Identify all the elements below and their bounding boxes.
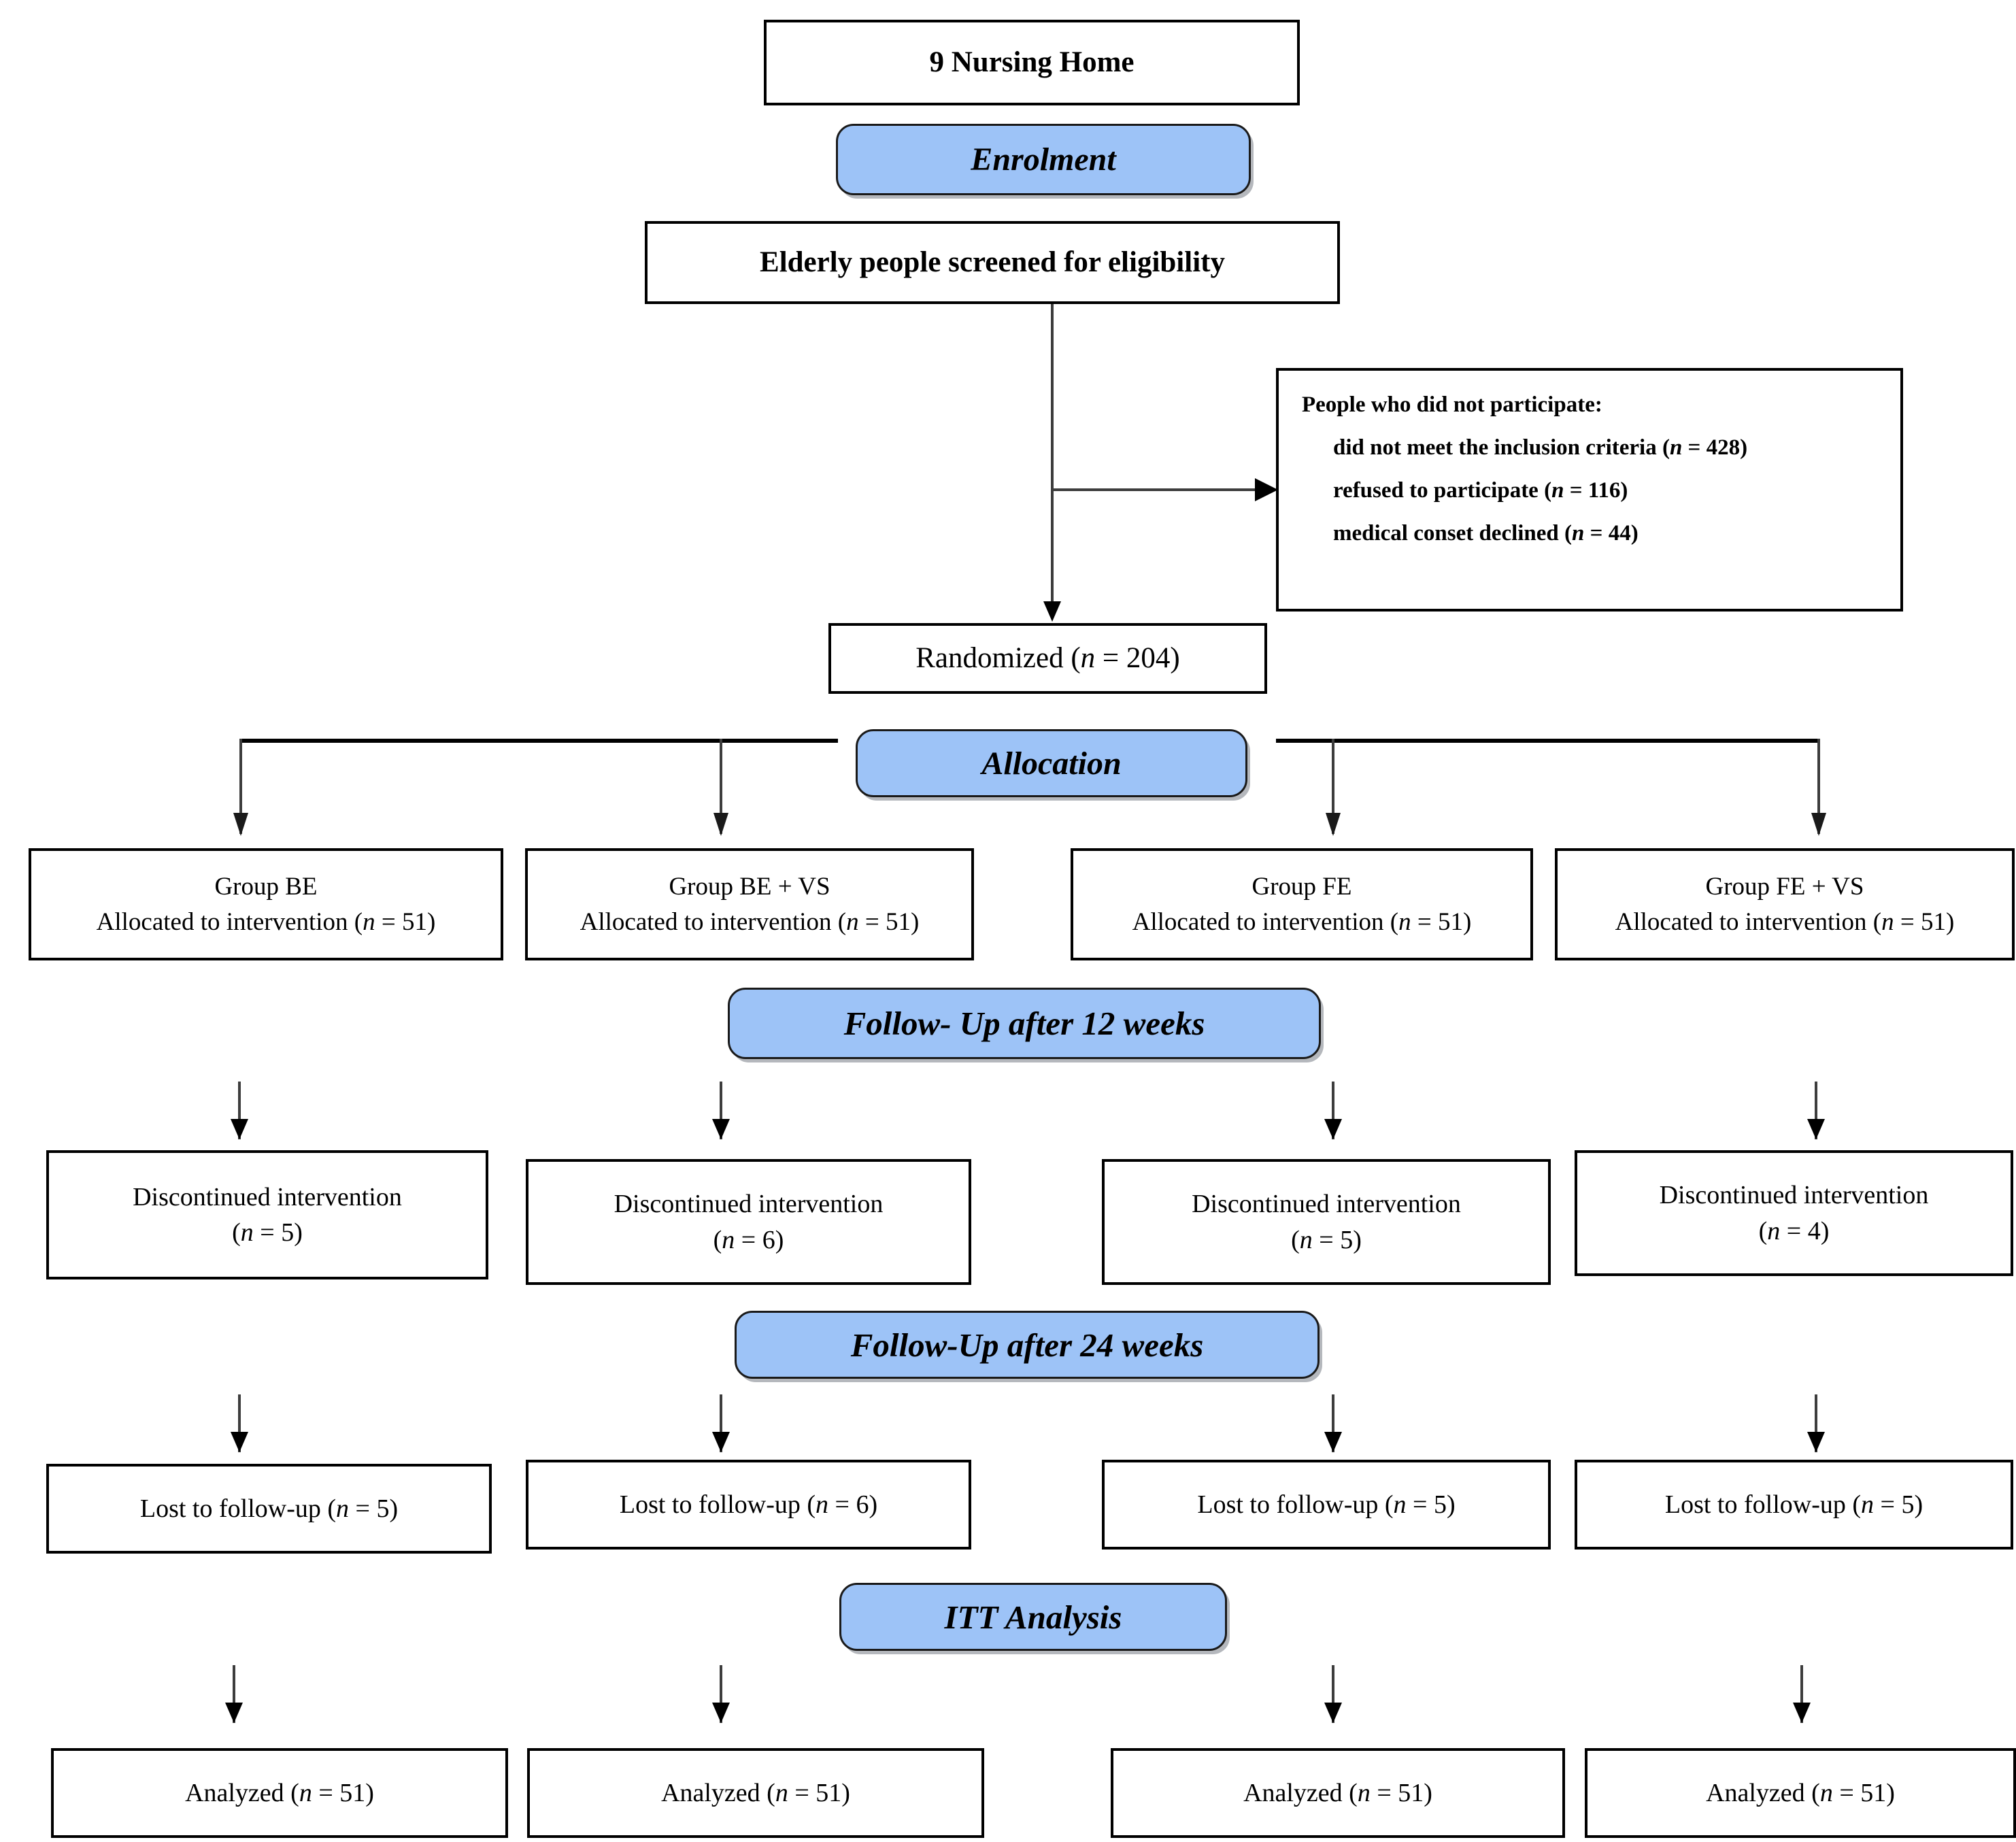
arm-4-lost-box: Lost to follow-up (n = 5) bbox=[1575, 1460, 2013, 1550]
arm-4-analyzed-box: Analyzed (n = 51) bbox=[1585, 1748, 2016, 1838]
allocation-drop-1 bbox=[239, 739, 242, 834]
arm-3-allocated-label: Allocated to intervention (n = 51) bbox=[1132, 907, 1472, 936]
arm-2-group-label: Group BE + VS bbox=[669, 873, 830, 901]
arm-1-lost-label: Lost to follow-up (n = 5) bbox=[139, 1494, 399, 1523]
arm-3-group-label: Group FE bbox=[1251, 873, 1352, 901]
arm-1-discontinued-line1: Discontinued intervention bbox=[133, 1182, 402, 1211]
stage-banner-allocation-label: Allocation bbox=[981, 745, 1122, 782]
allocation-arrowhead-4 bbox=[1811, 813, 1826, 836]
allocation-arrowhead-2 bbox=[713, 813, 728, 836]
arm-3-lost-label: Lost to follow-up (n = 5) bbox=[1197, 1490, 1456, 1519]
arm-4-discontinued-box: Discontinued intervention (n = 4) bbox=[1575, 1150, 2013, 1276]
arm-4-discontinued-line1: Discontinued intervention bbox=[1659, 1181, 1929, 1210]
arm-2-allocation-box: Group BE + VS Allocated to intervention … bbox=[525, 848, 974, 960]
arm-3-lost-box: Lost to follow-up (n = 5) bbox=[1102, 1460, 1551, 1550]
stage-banner-followup-24-label: Follow-Up after 24 weeks bbox=[850, 1326, 1204, 1364]
exclusion-item-medical-consent: medical conset declined (n = 44) bbox=[1333, 521, 1639, 546]
exclusions-box: People who did not participate: did not … bbox=[1276, 368, 1903, 612]
itt-arrowhead-2 bbox=[712, 1703, 730, 1723]
arm-3-analyzed-box: Analyzed (n = 51) bbox=[1111, 1748, 1565, 1838]
allocation-arrowhead-1 bbox=[233, 813, 248, 836]
followup24-arrowhead-1 bbox=[231, 1432, 248, 1452]
arm-2-discontinued-line1: Discontinued intervention bbox=[614, 1190, 884, 1219]
itt-arrowhead-4 bbox=[1793, 1703, 1811, 1723]
followup24-drop-2 bbox=[720, 1394, 722, 1452]
arm-4-allocation-box: Group FE + VS Allocated to intervention … bbox=[1555, 848, 2015, 960]
itt-arrowhead-3 bbox=[1324, 1703, 1342, 1723]
followup24-arrowhead-2 bbox=[712, 1432, 730, 1452]
arm-3-discontinued-count: (n = 5) bbox=[1291, 1225, 1362, 1254]
arm-2-analyzed-label: Analyzed (n = 51) bbox=[661, 1778, 850, 1807]
screened-label: Elderly people screened for eligibility bbox=[760, 246, 1225, 279]
exclusion-item-refused: refused to participate (n = 116) bbox=[1333, 478, 1628, 503]
arm-2-discontinued-count: (n = 6) bbox=[713, 1225, 784, 1254]
followup12-arrowhead-1 bbox=[231, 1119, 248, 1139]
exclusion-item-inclusion-criteria: did not meet the inclusion criteria (n =… bbox=[1333, 435, 1748, 460]
followup12-arrowhead-3 bbox=[1324, 1119, 1342, 1139]
followup12-drop-2 bbox=[720, 1082, 722, 1139]
allocation-split-right bbox=[1276, 739, 1820, 743]
followup24-drop-3 bbox=[1332, 1394, 1334, 1452]
arrowhead-exclusions bbox=[1255, 478, 1278, 501]
arm-4-allocated-label: Allocated to intervention (n = 51) bbox=[1615, 907, 1955, 936]
followup12-arrowhead-4 bbox=[1807, 1119, 1825, 1139]
followup24-drop-1 bbox=[238, 1394, 241, 1452]
stage-banner-followup-24: Follow-Up after 24 weeks bbox=[735, 1311, 1320, 1379]
itt-drop-2 bbox=[720, 1665, 722, 1723]
followup24-arrowhead-4 bbox=[1807, 1432, 1825, 1452]
randomized-label: Randomized (n = 204) bbox=[915, 642, 1180, 675]
nursing-home-label: 9 Nursing Home bbox=[929, 46, 1135, 79]
arm-4-discontinued-count: (n = 4) bbox=[1758, 1216, 1830, 1245]
allocation-drop-3 bbox=[1332, 739, 1334, 834]
connector-screened-to-randomized bbox=[1051, 304, 1054, 610]
screened-box: Elderly people screened for eligibility bbox=[645, 221, 1340, 304]
allocation-drop-4 bbox=[1817, 739, 1820, 834]
arm-4-group-label: Group FE + VS bbox=[1705, 873, 1864, 901]
arm-2-lost-label: Lost to follow-up (n = 6) bbox=[619, 1490, 878, 1519]
itt-arrowhead-1 bbox=[225, 1703, 243, 1723]
stage-banner-itt: ITT Analysis bbox=[839, 1583, 1227, 1651]
stage-banner-enrolment: Enrolment bbox=[836, 124, 1251, 195]
itt-drop-3 bbox=[1332, 1665, 1334, 1723]
arm-1-analyzed-box: Analyzed (n = 51) bbox=[51, 1748, 508, 1838]
stage-banner-itt-label: ITT Analysis bbox=[944, 1598, 1122, 1636]
arm-4-analyzed-label: Analyzed (n = 51) bbox=[1706, 1778, 1895, 1807]
arm-1-discontinued-box: Discontinued intervention (n = 5) bbox=[46, 1150, 488, 1279]
arm-2-discontinued-box: Discontinued intervention (n = 6) bbox=[526, 1159, 971, 1285]
stage-banner-enrolment-label: Enrolment bbox=[971, 141, 1116, 178]
allocation-drop-2 bbox=[720, 739, 722, 834]
arm-2-analyzed-box: Analyzed (n = 51) bbox=[527, 1748, 984, 1838]
stage-banner-followup-12-label: Follow- Up after 12 weeks bbox=[843, 1005, 1205, 1042]
arm-2-lost-box: Lost to follow-up (n = 6) bbox=[526, 1460, 971, 1550]
arm-3-discontinued-box: Discontinued intervention (n = 5) bbox=[1102, 1159, 1551, 1285]
arm-1-analyzed-label: Analyzed (n = 51) bbox=[185, 1778, 374, 1807]
stage-banner-allocation: Allocation bbox=[856, 729, 1247, 797]
exclusions-lead: People who did not participate: bbox=[1302, 392, 1602, 417]
randomized-box: Randomized (n = 204) bbox=[828, 623, 1267, 694]
arm-1-allocation-box: Group BE Allocated to intervention (n = … bbox=[29, 848, 503, 960]
followup24-arrowhead-3 bbox=[1324, 1432, 1342, 1452]
itt-drop-4 bbox=[1800, 1665, 1803, 1723]
arm-1-lost-box: Lost to follow-up (n = 5) bbox=[46, 1464, 492, 1554]
arm-3-analyzed-label: Analyzed (n = 51) bbox=[1243, 1778, 1432, 1807]
arm-2-allocated-label: Allocated to intervention (n = 51) bbox=[579, 907, 920, 936]
followup12-arrowhead-2 bbox=[712, 1119, 730, 1139]
arm-1-discontinued-count: (n = 5) bbox=[232, 1218, 303, 1247]
followup24-drop-4 bbox=[1815, 1394, 1817, 1452]
arm-3-allocation-box: Group FE Allocated to intervention (n = … bbox=[1071, 848, 1533, 960]
allocation-arrowhead-3 bbox=[1326, 813, 1341, 836]
arrowhead-randomized bbox=[1043, 601, 1061, 622]
nursing-home-box: 9 Nursing Home bbox=[764, 20, 1300, 105]
itt-drop-1 bbox=[233, 1665, 235, 1723]
arm-1-group-label: Group BE bbox=[214, 873, 318, 901]
arm-4-lost-label: Lost to follow-up (n = 5) bbox=[1664, 1490, 1923, 1519]
followup12-drop-4 bbox=[1815, 1082, 1817, 1139]
arm-1-allocated-label: Allocated to intervention (n = 51) bbox=[96, 907, 436, 936]
followup12-drop-3 bbox=[1332, 1082, 1334, 1139]
allocation-split-left bbox=[239, 739, 838, 743]
stage-banner-followup-12: Follow- Up after 12 weeks bbox=[728, 988, 1321, 1059]
arm-3-discontinued-line1: Discontinued intervention bbox=[1192, 1190, 1461, 1219]
followup12-drop-1 bbox=[238, 1082, 241, 1139]
connector-to-exclusions bbox=[1054, 488, 1275, 491]
